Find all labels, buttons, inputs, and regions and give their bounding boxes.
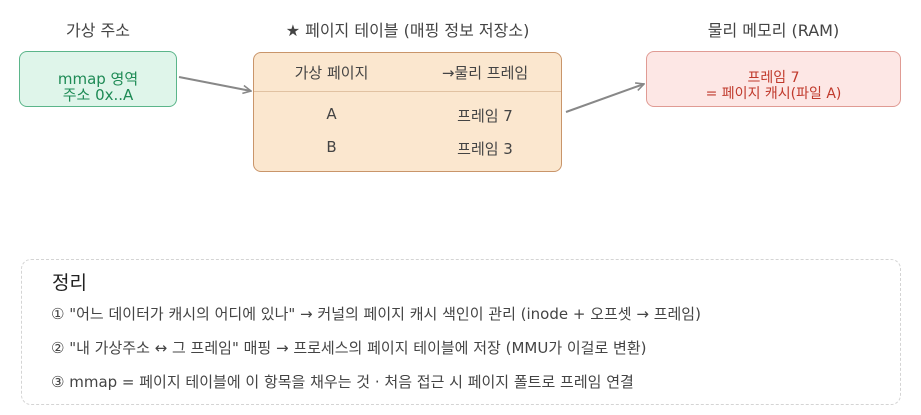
row-a-frame: 프레임 7 [457, 107, 513, 125]
ram-box-line1: 프레임 7 [747, 70, 800, 86]
physical-memory-label: 물리 메모리 (RAM) [707, 21, 840, 40]
summary-line-2: ② "내 가상주소 ↔ 그 프레임" 매핑 → 프로세스의 페이지 테이블에 저… [51, 339, 647, 357]
header-physical-frame: →물리 프레임 [441, 64, 529, 82]
virtual-address-label: 가상 주소 [66, 21, 130, 40]
row-b-frame: 프레임 3 [457, 140, 513, 158]
row-a-page: A [326, 105, 337, 123]
arrow-table-to-ram [565, 84, 644, 113]
page-table-box: 가상 페이지 →물리 프레임 A 프레임 7 B 프레임 3 [253, 52, 562, 172]
summary-line-1: ① "어느 데이터가 캐시의 어디에 있나" → 커널의 페이지 캐시 색인이 … [51, 305, 701, 323]
virtual-box-line2: 주소 0x..A [62, 86, 134, 104]
ram-frame-box: 프레임 7 = 페이지 캐시(파일 A) [646, 51, 901, 107]
ram-box-line2: = 페이지 캐시(파일 A) [705, 86, 842, 102]
summary-title: 정리 [52, 272, 87, 294]
virtual-address-box: mmap 영역 주소 0x..A [19, 51, 177, 107]
page-table-label: ★ 페이지 테이블 (매핑 정보 저장소) [285, 21, 530, 40]
header-virtual-page: 가상 페이지 [294, 64, 369, 82]
arrow-virtual-to-table [178, 76, 251, 91]
row-b-page: B [326, 138, 337, 156]
summary-panel: 정리 ① "어느 데이터가 캐시의 어디에 있나" → 커널의 페이지 캐시 색… [21, 259, 901, 405]
table-header-divider [254, 91, 561, 92]
virtual-box-line1: mmap 영역 [57, 70, 139, 88]
summary-line-3: ③ mmap = 페이지 테이블에 이 항목을 채우는 것 · 처음 접근 시 … [51, 373, 634, 391]
